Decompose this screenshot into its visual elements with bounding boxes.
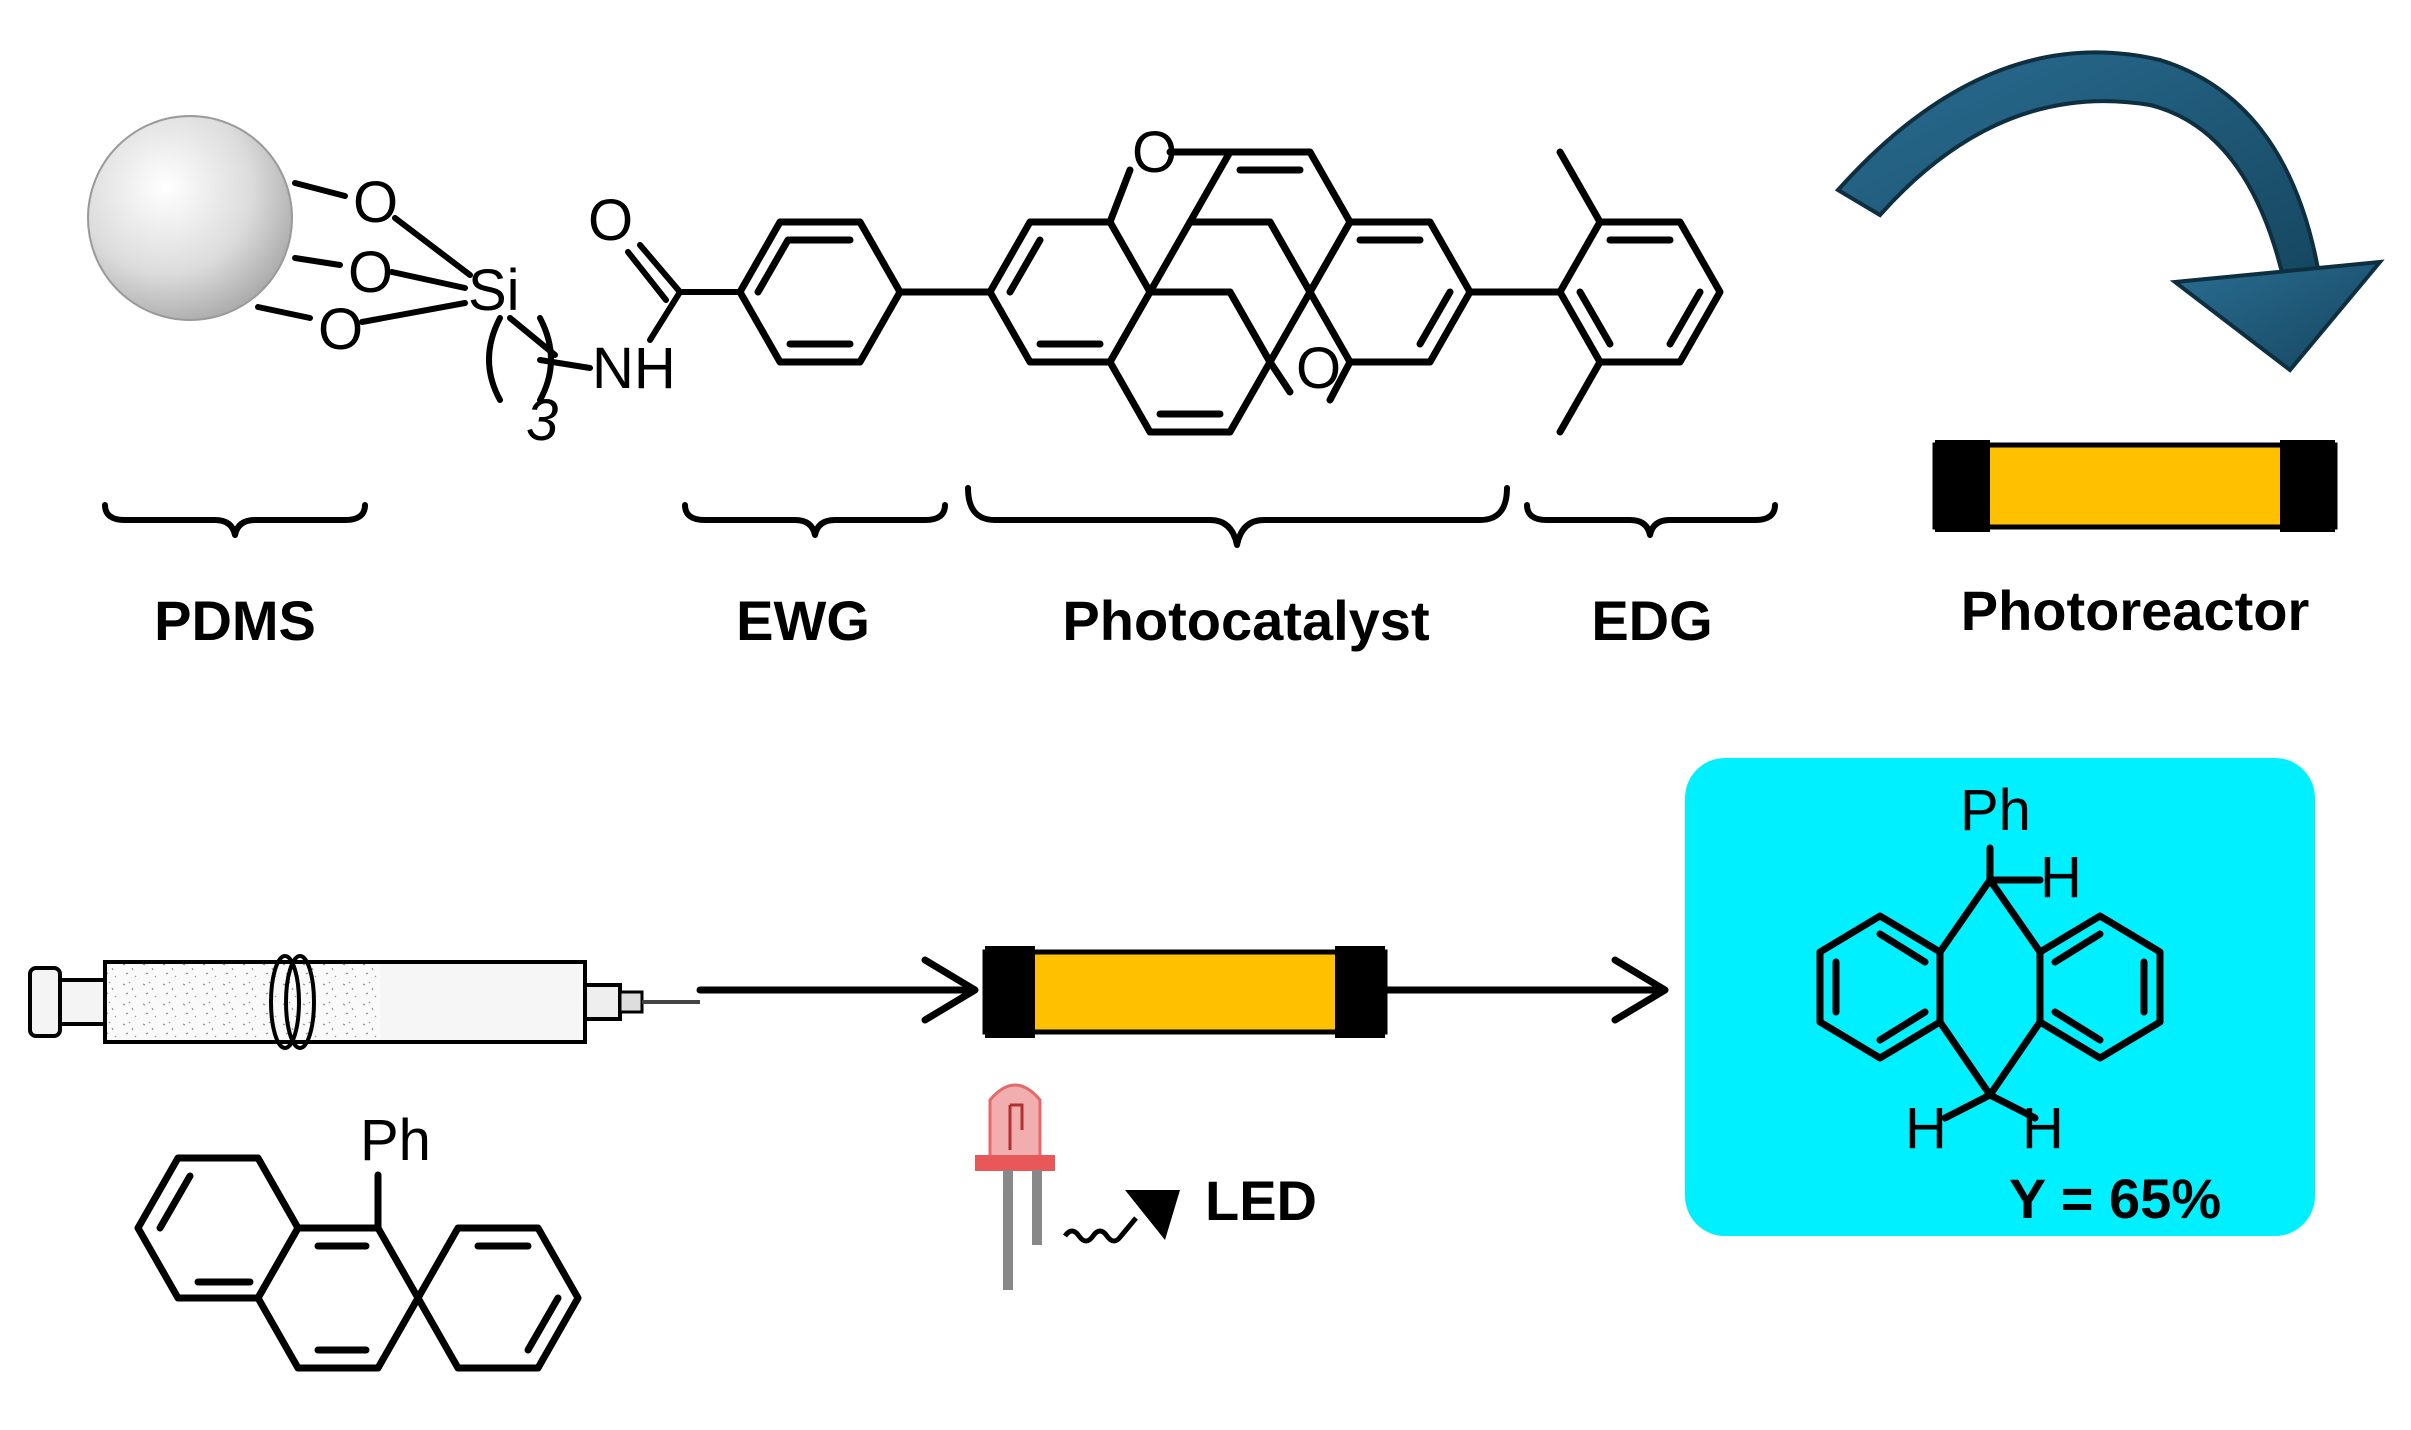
pdms-label: PDMS <box>154 589 316 652</box>
syringe-icon <box>28 954 700 1050</box>
yield-label: Y = 65% <box>2009 1167 2221 1230</box>
flow-arrowhead-2 <box>1611 956 1669 1024</box>
photocatalyst-core: O O <box>986 120 1564 436</box>
photoreactor-label: Photoreactor <box>1961 579 2310 642</box>
silicon-atom: Si <box>468 258 520 323</box>
led-icon <box>975 1083 1055 1290</box>
flow-reactor-tube <box>982 946 1388 1038</box>
edg-brace <box>1524 502 1778 538</box>
siloxane-linker: O O O Si 3 NH O <box>255 170 743 453</box>
oxygen-atom-3: O <box>318 297 363 362</box>
oxygen-atom-2: O <box>348 240 393 305</box>
chain-subscript: 3 <box>526 388 558 453</box>
product-box <box>1685 758 2315 1236</box>
edg-label: EDG <box>1591 589 1712 652</box>
ewg-phenyl-ring <box>736 218 994 366</box>
photocatalyst-brace <box>965 485 1510 548</box>
curved-arrow-icon <box>1834 50 2323 288</box>
oxygen-atom-1: O <box>353 170 398 235</box>
photocatalyst-label: Photocatalyst <box>1062 589 1429 652</box>
amide-nh: NH <box>592 336 676 401</box>
pdms-bead <box>87 115 293 321</box>
hydrogen-bottom-left: H <box>1905 1096 1947 1161</box>
flow-arrowhead-1 <box>921 956 979 1024</box>
ewg-brace <box>682 502 948 538</box>
starting-material-structure: Ph <box>134 1108 582 1372</box>
phenyl-label-sm: Ph <box>360 1108 431 1173</box>
carbonyl-oxygen: O <box>588 188 633 253</box>
curved-arrow-head <box>2169 259 2385 373</box>
silica-bead-icon <box>87 115 293 321</box>
hydrogen-top: H <box>2040 845 2082 910</box>
bridge-oxygen-bottom: O <box>1296 336 1341 401</box>
light-emission-arrow-icon <box>1062 1190 1180 1244</box>
hydrogen-bottom-right: H <box>2022 1096 2064 1161</box>
product-structure: Ph H H H <box>1816 778 2164 1161</box>
edg-aryl-ring <box>1556 148 1724 436</box>
ewg-label: EWG <box>736 589 870 652</box>
phenyl-label-product: Ph <box>1960 778 2031 843</box>
bridge-oxygen-top: O <box>1132 120 1177 185</box>
photoreactor-tube <box>1932 440 2338 532</box>
led-label: LED <box>1205 1169 1317 1232</box>
pdms-brace <box>102 502 368 538</box>
